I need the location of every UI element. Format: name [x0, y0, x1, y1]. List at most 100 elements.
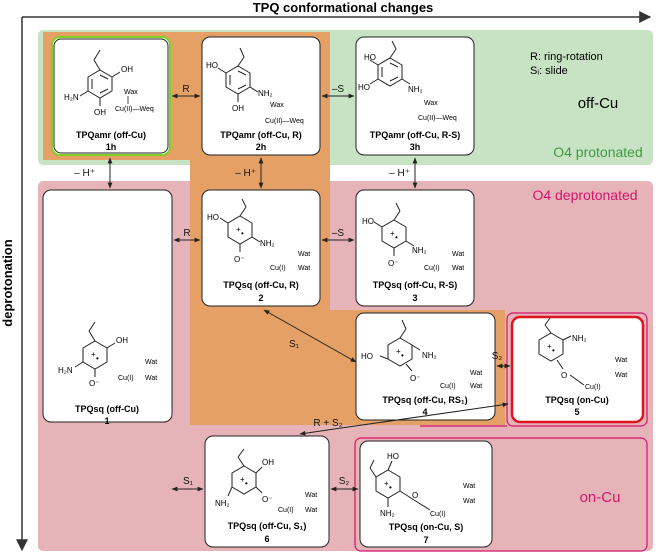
3-name: TPQsq (off-Cu, R-S)	[373, 280, 458, 290]
4-cu: Cu(I)	[440, 383, 456, 390]
label-s-top: –S	[332, 84, 345, 95]
1-cu: Cu(I)	[118, 375, 134, 382]
label-s2-mid: S₂	[492, 351, 503, 362]
on-cu-frame-top	[506, 312, 648, 427]
arrow-6-5	[299, 402, 509, 436]
1-h2n: H₂N	[58, 366, 73, 375]
label-s-mid: –S	[332, 228, 345, 239]
5-wat-top: Wat	[615, 357, 627, 364]
3h-ho-top: HO	[364, 53, 376, 62]
2h-oh: OH	[232, 104, 244, 113]
2h-number: 2h	[256, 142, 267, 152]
1h-oh-bottom: OH	[94, 108, 106, 117]
2-name: TPQsq (off-Cu, R)	[223, 280, 299, 290]
label-s1-bot: S₁	[183, 476, 194, 487]
3h-nh2: NH₂	[408, 85, 423, 94]
1-wat-bottom: Wat	[145, 375, 157, 382]
state-box-7: HO NH₂ O Cu(I) Wat Wat TPQsq (on-Cu, S) …	[359, 440, 493, 548]
x-axis-label: TPQ conformational changes	[253, 0, 434, 15]
5-o: O	[561, 371, 567, 380]
1h-oh-top: OH	[121, 65, 133, 74]
1h-name: TPQamr (off-Cu)	[76, 130, 146, 140]
7-name: TPQsq (on-Cu, S)	[389, 522, 464, 532]
2-ho: HO	[207, 213, 219, 222]
5-number: 5	[574, 407, 579, 417]
2h-wax: Wax	[270, 102, 284, 109]
1h-cu: Cu(II)—Weq	[115, 106, 154, 113]
1-name: TPQsq (off-Cu)	[75, 404, 139, 414]
5-cu: Cu(I)	[585, 384, 601, 391]
2h-name: TPQamr (off-Cu, R)	[220, 130, 302, 140]
7-cu: Cu(I)	[430, 511, 446, 518]
3-o-minus: O⁻	[388, 259, 398, 268]
6-name: TPQsq (off-Cu, S₁)	[228, 521, 307, 531]
legend-slide: Sᵢ: slide	[530, 65, 568, 77]
4-nh2: NH₂	[422, 351, 437, 360]
2-nh2: NH₂	[260, 239, 275, 248]
4-name: TPQsq (off-Cu, RS₁)	[382, 395, 467, 405]
3h-number: 3h	[410, 142, 421, 152]
1-number: 1	[104, 416, 109, 426]
3h-ho-bottom: HO	[358, 83, 370, 92]
2-o-minus: O⁻	[234, 255, 244, 264]
3h-name: TPQamr (off-Cu, R-S)	[370, 130, 461, 140]
5-nh2: NH₂	[572, 334, 587, 343]
label-r-mid: R	[183, 228, 190, 239]
label-s1-diag: S₁	[289, 339, 300, 350]
3-wat-top: Wat	[452, 251, 464, 258]
1h-wax: Wax	[124, 89, 138, 96]
3-cu: Cu(I)	[424, 265, 440, 272]
6-nh2: NH₂	[215, 499, 230, 508]
label-s2-bot: S₂	[339, 476, 350, 487]
4-o-minus: O⁻	[410, 374, 420, 383]
3-nh2: NH₂	[412, 246, 427, 255]
6-oh: OH	[262, 458, 274, 467]
state-box-6: OH NH₂ O⁻ Wat Cu(I) Wat TPQsq (off-Cu, S…	[204, 435, 330, 548]
3-number: 3	[412, 293, 417, 303]
2h-nh2: NH₂	[258, 89, 273, 98]
deprotonated-label: O4 deprotonated	[532, 187, 637, 203]
label-h2: – H⁺	[235, 168, 256, 179]
state-box-1: OH H₂N O⁻ Wat Cu(I) Wat TPQsq (off-Cu) 1	[42, 189, 173, 426]
state-box-4: HO NH₂ O⁻ Wat Cu(I) Wat TPQsq (off-Cu, R…	[355, 312, 496, 421]
5-wat-bottom: Wat	[615, 372, 627, 379]
3-wat-bottom: Wat	[452, 265, 464, 272]
state-box-1h: OH H₂N OH Wax Cu(II)—Weq TPQamr (off-Cu)…	[51, 36, 171, 156]
6-wat-top: Wat	[305, 492, 317, 499]
state-box-5: NH₂ O Cu(I) Wat Wat TPQsq (on-Cu) 5	[510, 315, 645, 424]
7-number: 7	[423, 535, 428, 545]
on-cu-frame-bottom	[354, 437, 648, 552]
2-number: 2	[258, 293, 263, 303]
7-ho: HO	[387, 452, 399, 461]
2-cu: Cu(I)	[270, 265, 286, 272]
label-h1: – H⁺	[74, 168, 95, 179]
off-cu-label: off-Cu	[578, 95, 619, 112]
label-rs2: R + S₂	[313, 418, 342, 429]
3-ho: HO	[362, 217, 374, 226]
state-box-3: HO NH₂ O⁻ Wat Cu(I) Wat TPQsq (off-Cu, R…	[355, 189, 475, 307]
state-box-3h: HO HO NH₂ Wax Cu(II)—Weq TPQamr (off-Cu,…	[355, 36, 475, 156]
4-ho: HO	[361, 352, 373, 361]
label-h3: – H⁺	[389, 168, 410, 179]
label-r-top: R	[182, 84, 189, 95]
state-box-2h: HO NH₂ OH Wax Cu(II)—Weq TPQamr (off-Cu,…	[201, 36, 321, 156]
2h-cu: Cu(II)—Weq	[265, 118, 304, 125]
4-wat-top: Wat	[470, 370, 482, 377]
3h-wax: Wax	[424, 100, 438, 107]
7-o: O	[412, 491, 418, 500]
1h-h2n: H₂N	[64, 93, 79, 102]
state-box-2: HO NH₂ O⁻ Wat Cu(I) Wat TPQsq (off-Cu, R…	[201, 189, 321, 307]
7-wat-top: Wat	[463, 483, 475, 490]
1-oh: OH	[116, 336, 128, 345]
6-wat-bottom: Wat	[305, 507, 317, 514]
1-wat-top: Wat	[145, 359, 157, 366]
4-wat-bottom: Wat	[470, 383, 482, 390]
protonated-label: O4 protonated	[553, 144, 643, 160]
6-cu: Cu(I)	[278, 507, 294, 514]
on-cu-label: on-Cu	[580, 489, 621, 506]
arrow-2-4	[263, 309, 357, 363]
1-o-minus: O⁻	[89, 379, 99, 388]
2-wat-top: Wat	[298, 251, 310, 258]
legend-ring-rotation: R: ring-rotation	[530, 51, 603, 63]
